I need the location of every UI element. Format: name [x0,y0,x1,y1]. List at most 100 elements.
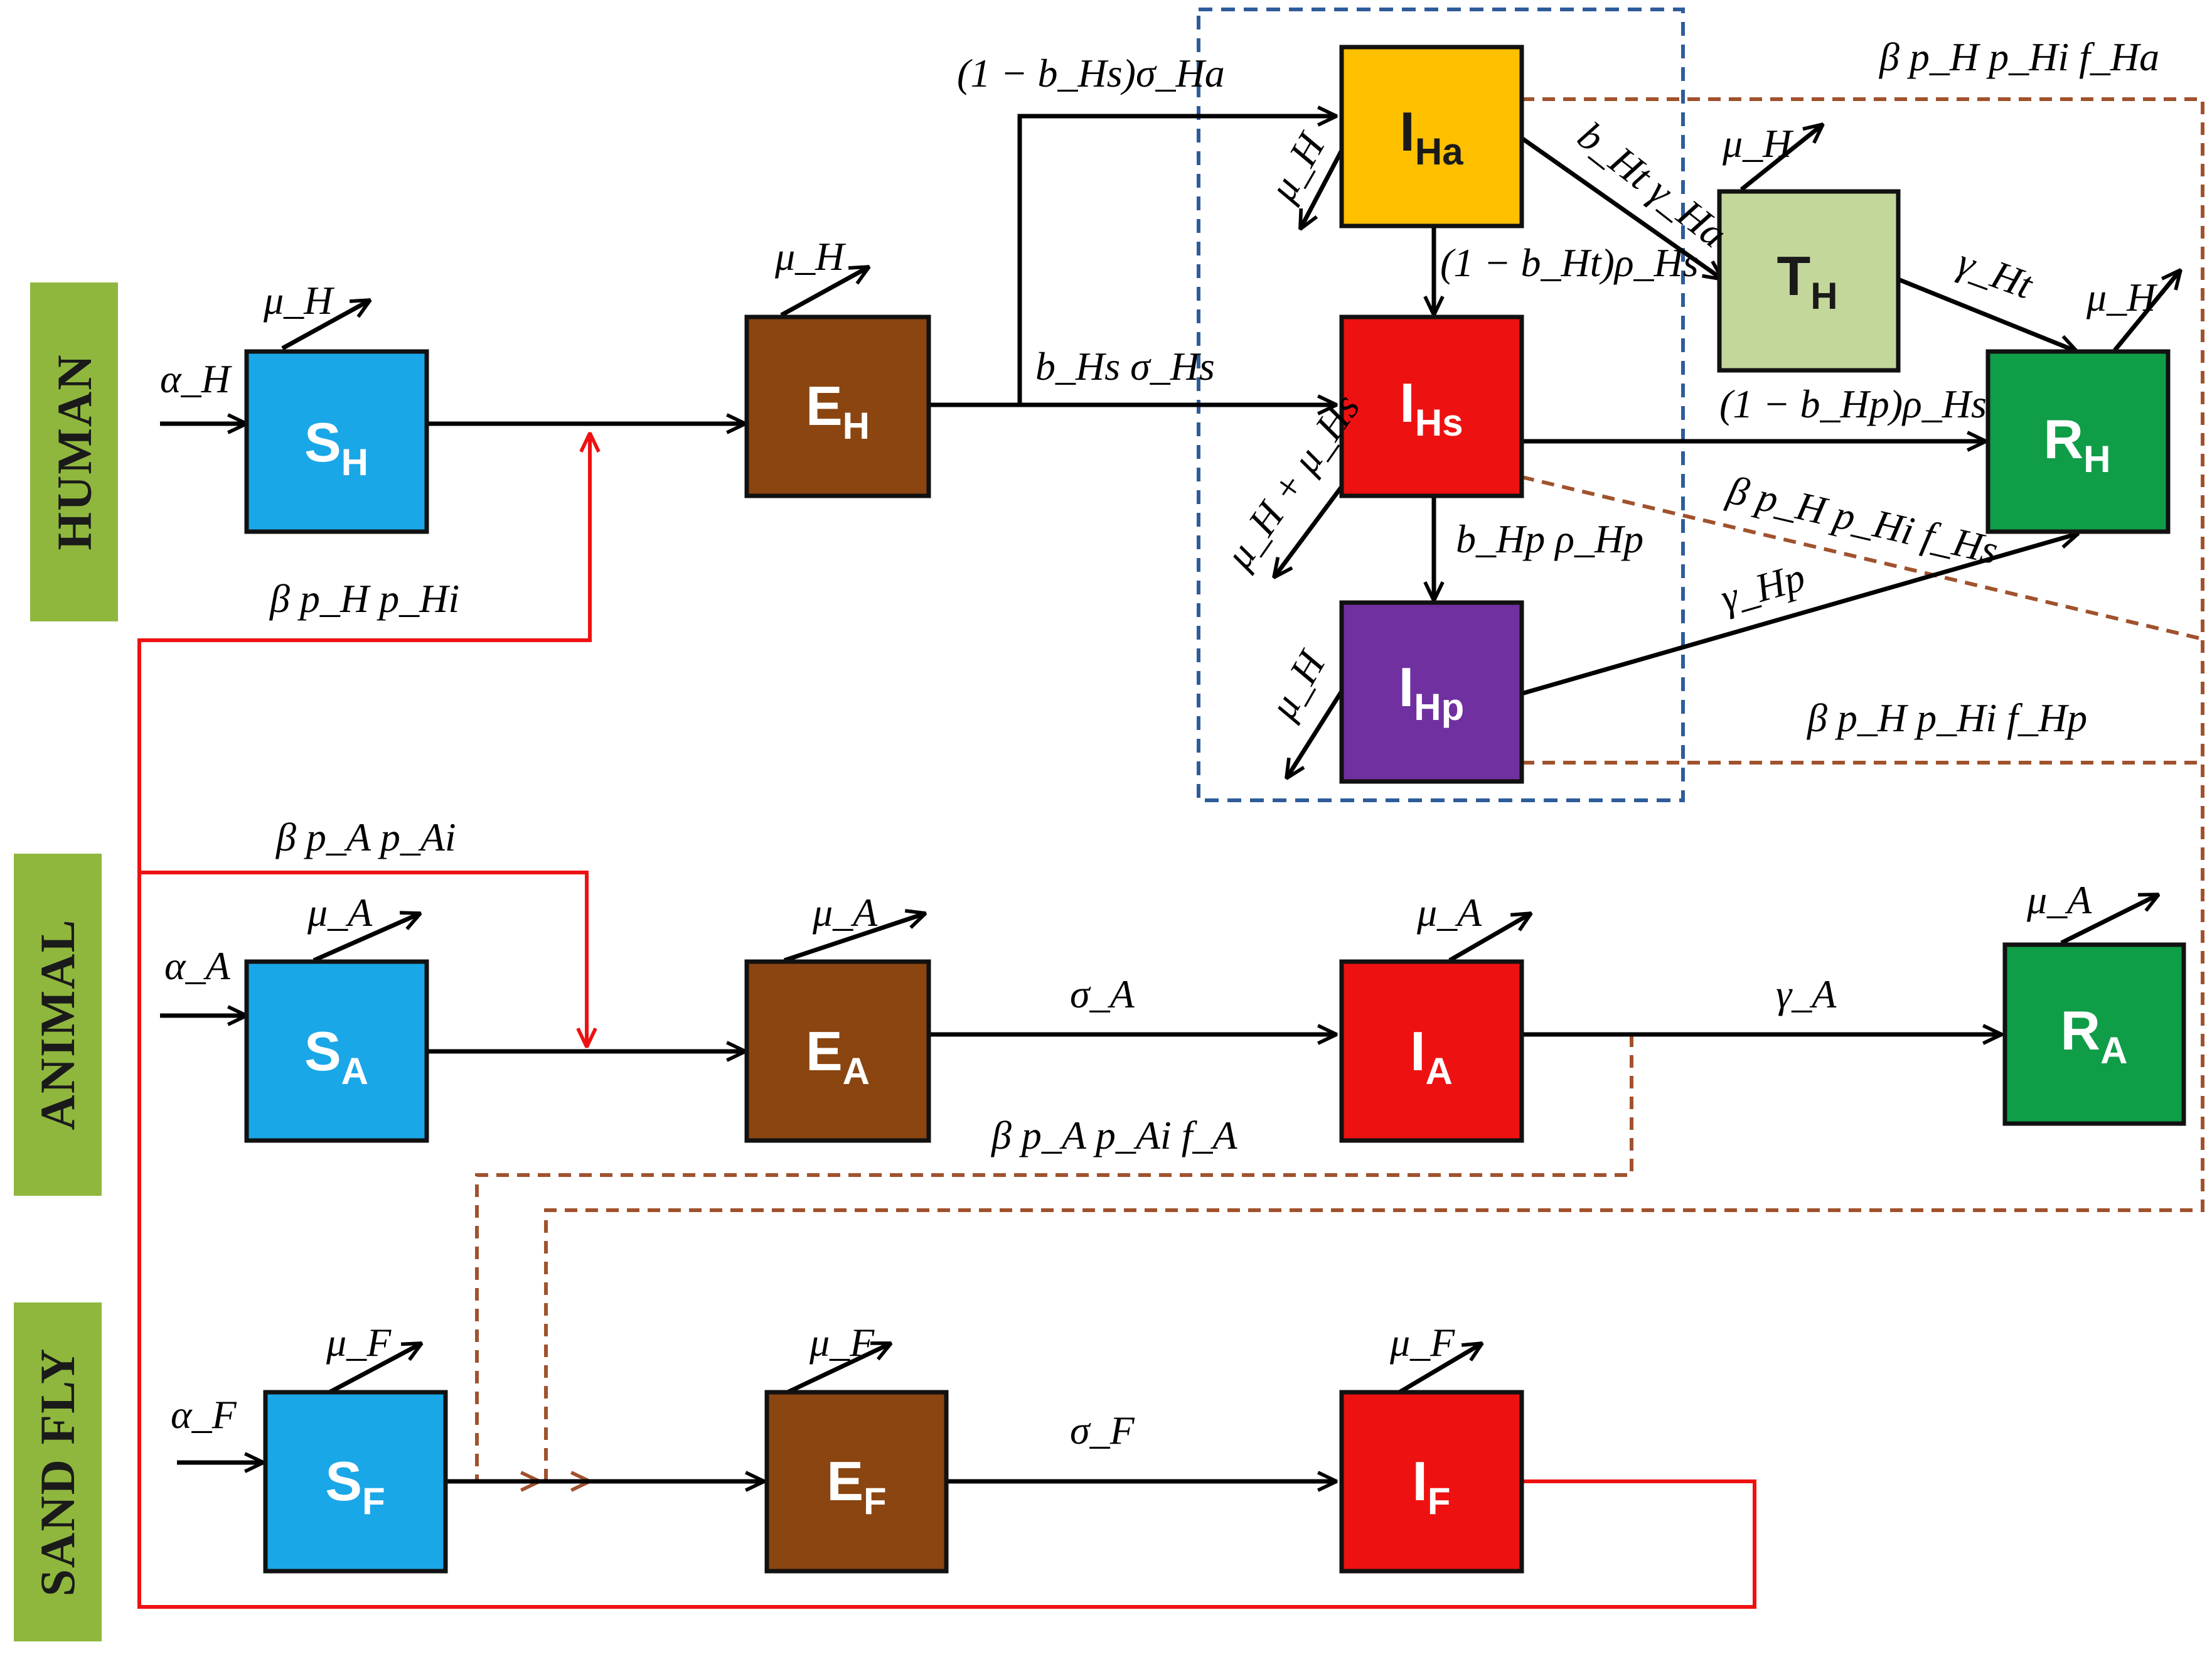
I-A-sub: A [1426,1050,1453,1092]
rate-mu-A-EA: μ_A [812,890,878,935]
rate-alpha-F: α_F [171,1392,237,1437]
svg-text:EA: EA [806,1020,870,1092]
arrow-death-EF [786,1341,891,1395]
transmission-route-IHs [1521,475,2203,641]
svg-text:IHs: IHs [1399,372,1463,444]
compartment-E-H: EH [744,314,931,498]
arrow-death-SH [281,300,370,351]
rate-sigma-F: σ_F [1070,1408,1135,1452]
group-label-human: HUMAN [30,282,118,621]
arrow-EH-IHa [1017,116,1337,405]
arrow-death-IHs [1274,481,1346,577]
svg-text:EF: EF [826,1450,886,1522]
I-Ha-sub: Ha [1415,131,1463,173]
group-label-human-text: HUMAN [47,353,102,550]
rate-bHt-gamma-Ha: b_Ht γ_Ha [1569,113,1735,256]
rate-one-minus-bHt-rho-Hs: (1 − b_Ht)ρ_Hs [1440,240,1699,285]
I-Hs-sub: Hs [1415,402,1463,444]
arrow-death-RA [2060,892,2159,945]
compartment-I-F: IF [1339,1390,1524,1574]
rate-beta-pH-pHi-fHp: β p_H p_Hi f_Hp [1806,695,2087,740]
svg-text:TH: TH [1777,245,1837,317]
T-H-main: T [1777,245,1810,307]
S-F-main: S [325,1450,362,1512]
arrow-death-TH [1739,124,1823,191]
rate-mu-A-SA: μ_A [307,890,373,935]
compartment-E-A: EA [744,959,931,1143]
svg-text:IHa: IHa [1399,100,1463,173]
rate-mu-F-IF: μ_F [1389,1320,1455,1365]
arrow-death-IHa [1298,144,1347,229]
rate-beta-pA-pAi: β p_A p_Ai [275,815,456,859]
rate-beta-pA-pAi-fA: β p_A p_Ai f_A [990,1113,1237,1157]
group-label-animal-text: ANIMAL [30,919,85,1130]
rate-beta-pH-pHi-fHs: β p_H p_Hi f_Hs [1723,467,2002,572]
rate-mu-H-RH: μ_H [2086,275,2158,319]
svg-text:SH: SH [304,411,368,483]
rate-bHp-rho-Hp: b_Hp ρ_Hp [1456,517,1643,561]
rate-mu-F-SF: μ_F [326,1320,392,1365]
rate-alpha-H: α_H [160,357,233,401]
S-H-main: S [304,411,341,473]
S-A-sub: A [341,1050,368,1092]
compartment-S-F: SF [263,1390,448,1574]
arrow-death-SA [313,913,420,963]
transition-arrows [160,116,2181,1481]
R-H-sub: H [2083,438,2110,480]
R-A-sub: A [2100,1029,2127,1071]
group-label-sandfly-text: SAND FLY [30,1348,85,1597]
rate-mu-H-SH: μ_H [263,278,335,323]
I-Hp-main: I [1399,656,1414,718]
I-A-main: I [1410,1020,1425,1082]
rate-mu-A-RA: μ_A [2026,878,2092,922]
R-H-main: R [2044,408,2084,470]
arrow-death-EA [783,913,926,963]
compartment-I-Ha: IHa [1339,45,1524,228]
rate-mu-H-EH: μ_H [774,234,847,279]
arrow-death-EH [780,267,869,318]
infection-route-sandfly-loop [137,433,1756,1609]
rate-mu-A-IA: μ_A [1416,890,1482,935]
infection-route-animal [139,871,587,1047]
rate-alpha-A: α_A [164,943,231,988]
infection-routes [137,433,1756,1609]
transmission-routes [475,97,2204,1481]
E-F-sub: F [863,1480,887,1522]
svg-text:IHp: IHp [1399,656,1464,728]
arrow-death-IA [1448,913,1531,963]
I-F-main: I [1412,1450,1427,1512]
compartment-I-Hs: IHs [1339,314,1524,498]
E-A-sub: A [843,1050,870,1092]
rate-gamma-A: γ_A [1776,972,1837,1016]
svg-text:SA: SA [304,1020,368,1092]
rate-bHs-sigma-Hs: b_Hs σ_Hs [1035,344,1215,389]
compartment-R-H: RH [1985,349,2171,534]
compartment-I-Hp: IHp [1339,600,1524,784]
svg-text:SF: SF [325,1450,385,1522]
rate-one-minus-bHp-rho-Hs: (1 − b_Hp)ρ_Hs [1719,382,1987,426]
E-F-main: E [826,1450,863,1512]
rate-one-minus-bHs-sigma-Ha: (1 − b_Hs)σ_Ha [957,51,1225,95]
compartment-E-F: EF [764,1390,949,1574]
svg-text:IA: IA [1410,1020,1453,1092]
svg-text:RA: RA [2061,999,2128,1071]
arrow-death-IHp [1286,686,1346,778]
S-H-sub: H [341,441,368,483]
E-H-main: E [806,375,843,437]
rate-mu-H-IHa: μ_H [1259,124,1334,208]
rate-mu-F-EF: μ_F [809,1320,875,1365]
S-F-sub: F [362,1480,385,1522]
I-Ha-main: I [1399,100,1414,163]
group-label-animal: ANIMAL [14,854,102,1196]
group-label-sandfly: SAND FLY [14,1302,102,1641]
rate-mu-H-TH: μ_H [1722,121,1794,166]
arrow-IHa-TH [1520,136,1723,279]
svg-text:IF: IF [1412,1450,1450,1522]
rate-beta-pH-pHi: β p_H p_Hi [269,576,459,621]
rate-beta-pH-pHi-fHa: β p_H p_Hi f_Ha [1878,35,2159,79]
S-A-main: S [304,1020,341,1082]
transmission-route-human-to-fly [544,97,2204,1481]
I-Hs-main: I [1399,372,1414,434]
compartment-I-A: IA [1339,959,1524,1143]
